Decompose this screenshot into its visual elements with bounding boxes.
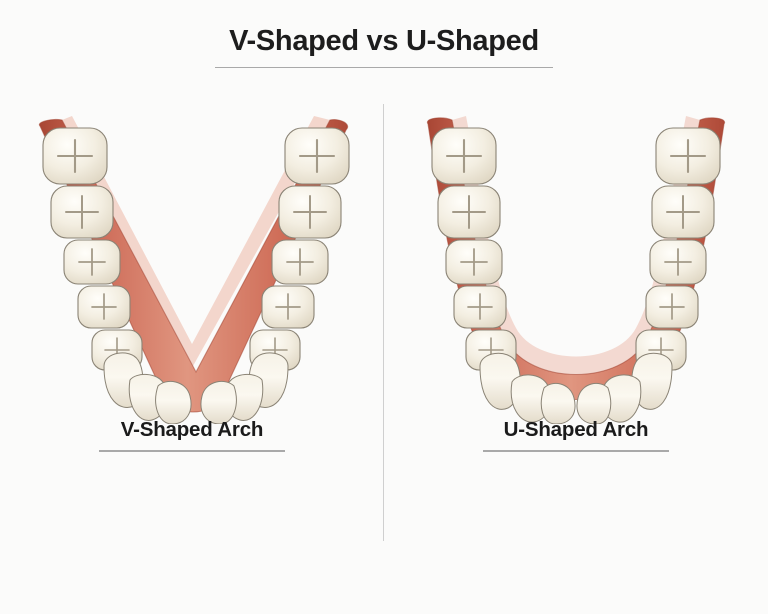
teeth-right-posterior [249,127,350,371]
tooth-premolar-1 [271,239,329,285]
teeth-right-anterior [576,352,673,424]
tooth-molar-1 [284,127,350,185]
u-shaped-arch-diagram [426,116,726,424]
tooth-premolar-1 [649,239,707,285]
u-shaped-arch-caption: U-Shaped Arch [384,418,768,452]
vertical-divider [383,104,385,541]
tooth-central-incisor [155,380,192,424]
tooth-premolar-2 [77,285,131,329]
teeth-right-posterior [635,127,721,371]
tooth-molar-1 [431,127,497,185]
tooth-premolar-2 [645,285,699,329]
v-shaped-arch-diagram [38,116,350,424]
title-underline [215,66,553,69]
teeth-left-posterior [42,127,143,371]
u-shaped-arch-caption-text: U-Shaped Arch [503,418,649,441]
v-shaped-arch-panel [0,104,384,424]
tooth-central-incisor [200,380,237,424]
tooth-molar-1 [42,127,108,185]
teeth-left-anterior [479,352,576,424]
caption-underline [99,450,285,452]
tooth-premolar-1 [445,239,503,285]
v-shaped-arch-caption: V-Shaped Arch [0,418,384,452]
teeth-left-posterior [431,127,517,371]
tooth-molar-2 [278,185,342,239]
tooth-premolar-1 [63,239,121,285]
teeth-left-anterior [103,352,192,424]
teeth-right-anterior [200,352,289,424]
u-shaped-arch-panel [384,104,768,424]
tooth-molar-2 [50,185,114,239]
tooth-premolar-2 [453,285,507,329]
tooth-central-incisor [540,382,576,424]
caption-underline [483,450,669,452]
tooth-molar-2 [651,185,715,239]
page-title-text: V-Shaped vs U-Shaped [229,25,539,57]
tooth-molar-1 [655,127,721,185]
tooth-central-incisor [576,382,612,424]
tooth-premolar-2 [261,285,315,329]
page-title: V-Shaped vs U-Shaped [0,25,768,69]
v-shaped-arch-caption-text: V-Shaped Arch [120,418,264,441]
tooth-molar-2 [437,185,501,239]
